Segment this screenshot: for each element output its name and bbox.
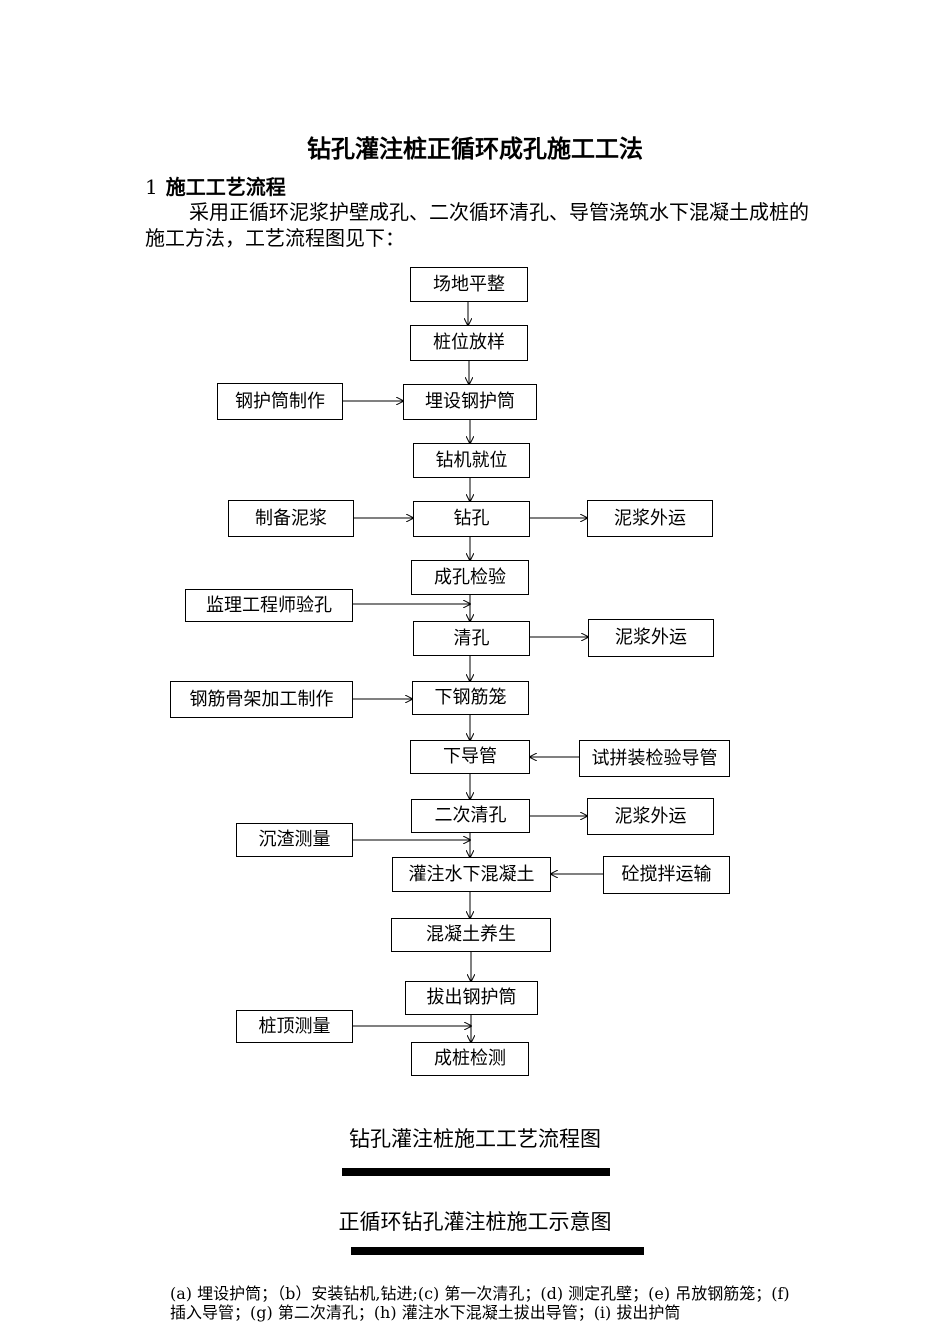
figure2-rule xyxy=(351,1247,644,1255)
step-drilling: 钻孔 xyxy=(413,501,530,537)
section-number: 1 xyxy=(145,175,158,199)
step-underwater-concreting: 灌注水下混凝土 xyxy=(392,857,551,892)
figure2-caption: 正循环钻孔灌注桩施工示意图 xyxy=(338,1210,612,1234)
step-pile-testing: 成桩检测 xyxy=(411,1042,529,1076)
input-sediment-measurement: 沉渣测量 xyxy=(236,823,353,857)
step-hole-inspection: 成孔检验 xyxy=(411,560,529,595)
figure1-caption: 钻孔灌注桩施工工艺流程图 xyxy=(349,1127,601,1151)
step-rig-positioning: 钻机就位 xyxy=(413,443,530,478)
input-pile-top-measurement: 桩顶测量 xyxy=(236,1010,353,1043)
input-concrete-transport: 砼搅拌运输 xyxy=(603,856,730,894)
step-second-cleaning: 二次清孔 xyxy=(411,799,530,833)
step-lower-tremie: 下导管 xyxy=(410,740,530,774)
document-title: 钻孔灌注桩正循环成孔施工工法 xyxy=(307,135,643,163)
output-slurry-removal-1: 泥浆外运 xyxy=(587,500,713,537)
process-flowchart xyxy=(343,302,603,1100)
input-supervisor-inspection: 监理工程师验孔 xyxy=(185,589,353,622)
step-lower-cage: 下钢筋笼 xyxy=(412,681,529,715)
step-hole-cleaning: 清孔 xyxy=(413,621,530,656)
figure1-rule xyxy=(342,1168,610,1176)
input-slurry-preparation: 制备泥浆 xyxy=(228,500,354,537)
step-pile-layout: 桩位放样 xyxy=(410,325,528,361)
section-title: 施工工艺流程 xyxy=(165,175,286,199)
step-site-leveling: 场地平整 xyxy=(410,267,528,302)
step-concrete-curing: 混凝土养生 xyxy=(391,918,551,952)
output-slurry-removal-3: 泥浆外运 xyxy=(587,798,714,835)
figure2-note: (a) 埋设护筒；（b）安装钻机,钻进;(c) 第一次清孔；(d) 测定孔壁；(… xyxy=(170,1284,790,1322)
input-casing-fabrication: 钢护筒制作 xyxy=(217,383,343,420)
section-heading: 1 施工工艺流程 xyxy=(145,174,286,200)
step-remove-casing: 拔出钢护筒 xyxy=(405,981,538,1015)
input-cage-fabrication: 钢筋骨架加工制作 xyxy=(170,681,353,718)
intro-paragraph: 采用正循环泥浆护壁成孔、二次循环清孔、导管浇筑水下混凝土成桩的施工方法，工艺流程… xyxy=(145,200,809,250)
input-tremie-trial-assembly: 试拼装检验导管 xyxy=(579,740,730,777)
step-install-casing: 埋设钢护筒 xyxy=(403,384,537,420)
output-slurry-removal-2: 泥浆外运 xyxy=(588,619,714,657)
